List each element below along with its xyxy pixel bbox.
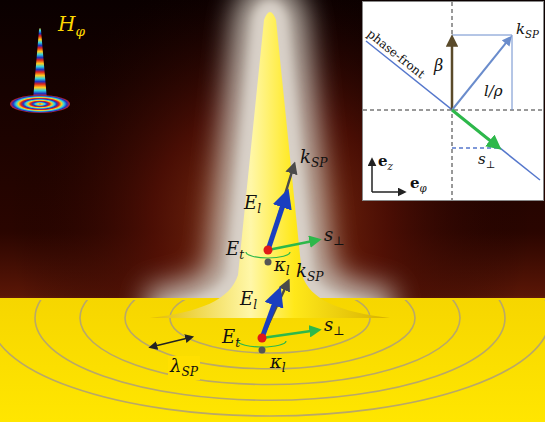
spin-label: s⊥ — [324, 226, 345, 248]
propagation-constant-label: β — [434, 58, 443, 74]
field-label: Et — [226, 240, 244, 262]
field-label: Et — [222, 328, 240, 350]
decay-label: κl — [274, 256, 290, 278]
decay-label: κl — [270, 353, 286, 375]
axis-label: ez — [378, 154, 393, 172]
axis-label: eφ — [410, 176, 427, 194]
field-label: Hφ — [58, 14, 85, 38]
azimuthal-label: l/ρ — [484, 84, 503, 99]
field-label: El — [240, 290, 257, 312]
field-label: El — [244, 194, 261, 216]
spin-label: s⊥ — [478, 152, 495, 170]
wavevector-label: kSP — [300, 148, 328, 170]
wavevector-label: kSP — [516, 22, 539, 40]
wavevector-label: kSP — [296, 262, 324, 284]
wavelength-label: λSP — [168, 356, 200, 380]
spin-label: s⊥ — [324, 316, 345, 338]
